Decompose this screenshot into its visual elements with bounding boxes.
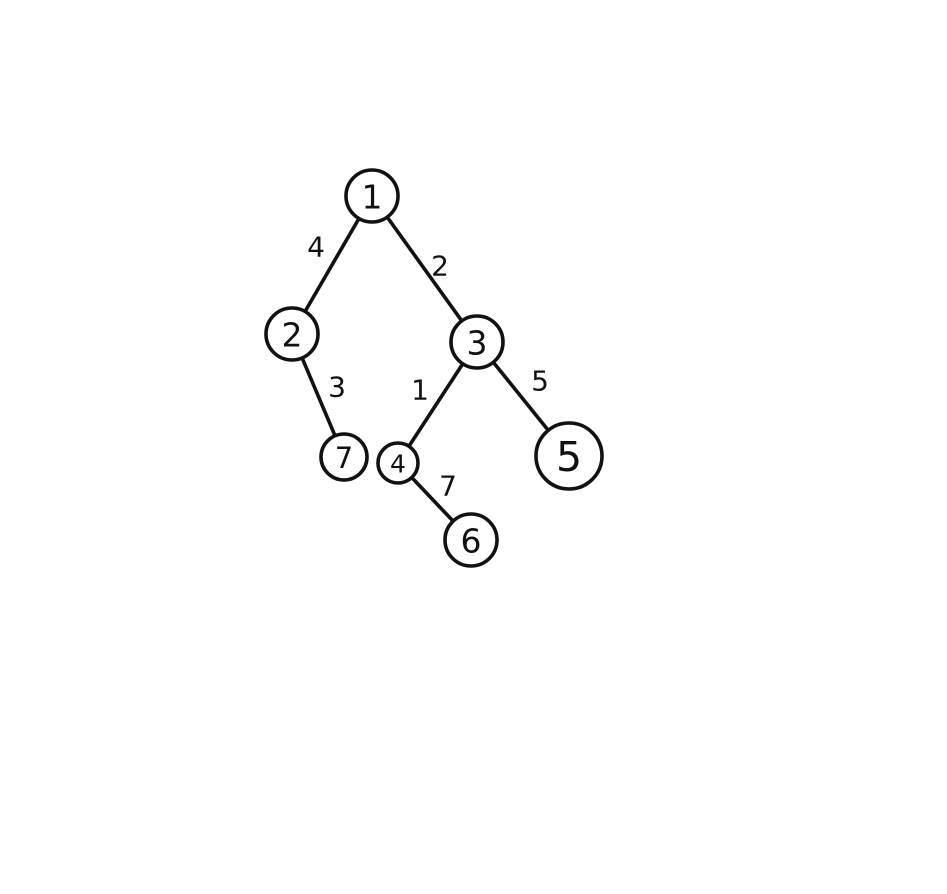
edge-weight-label: 5 xyxy=(531,365,549,398)
node-label: 6 xyxy=(461,522,482,561)
node-4: 4 xyxy=(376,441,420,485)
edge-n1-n2 xyxy=(303,216,361,314)
edge-weight-label: 1 xyxy=(411,374,429,407)
node-6: 6 xyxy=(443,512,499,568)
edge-weights-layer: 4 2 3 1 5 7 xyxy=(307,231,549,503)
edge-weight-label: 7 xyxy=(439,470,457,503)
node-circle xyxy=(376,441,420,485)
edge-n2-n7 xyxy=(300,356,337,438)
edge-weight-label: 4 xyxy=(307,231,325,264)
node-3: 3 xyxy=(449,314,505,370)
edges-layer xyxy=(300,215,551,523)
edge-n1-n3 xyxy=(385,215,464,323)
node-7: 7 xyxy=(319,432,369,482)
node-circle xyxy=(534,421,604,491)
node-5: 5 xyxy=(534,421,604,491)
node-label: 7 xyxy=(335,441,353,475)
edge-weight-label: 3 xyxy=(328,371,346,404)
node-circle xyxy=(443,512,499,568)
edge-weight-label: 2 xyxy=(431,250,449,283)
node-circle xyxy=(264,306,320,362)
node-2: 2 xyxy=(264,306,320,362)
node-label: 1 xyxy=(362,178,383,217)
edge-n3-n5 xyxy=(491,360,551,433)
node-circle xyxy=(319,432,369,482)
edge-n4-n6 xyxy=(409,475,455,523)
node-label: 3 xyxy=(467,324,488,363)
node-circle xyxy=(344,168,400,224)
node-label: 2 xyxy=(282,316,303,355)
node-label: 5 xyxy=(556,433,582,481)
node-circle xyxy=(449,314,505,370)
node-label: 4 xyxy=(390,450,406,479)
edge-n3-n4 xyxy=(407,361,465,449)
node-1: 1 xyxy=(344,168,400,224)
